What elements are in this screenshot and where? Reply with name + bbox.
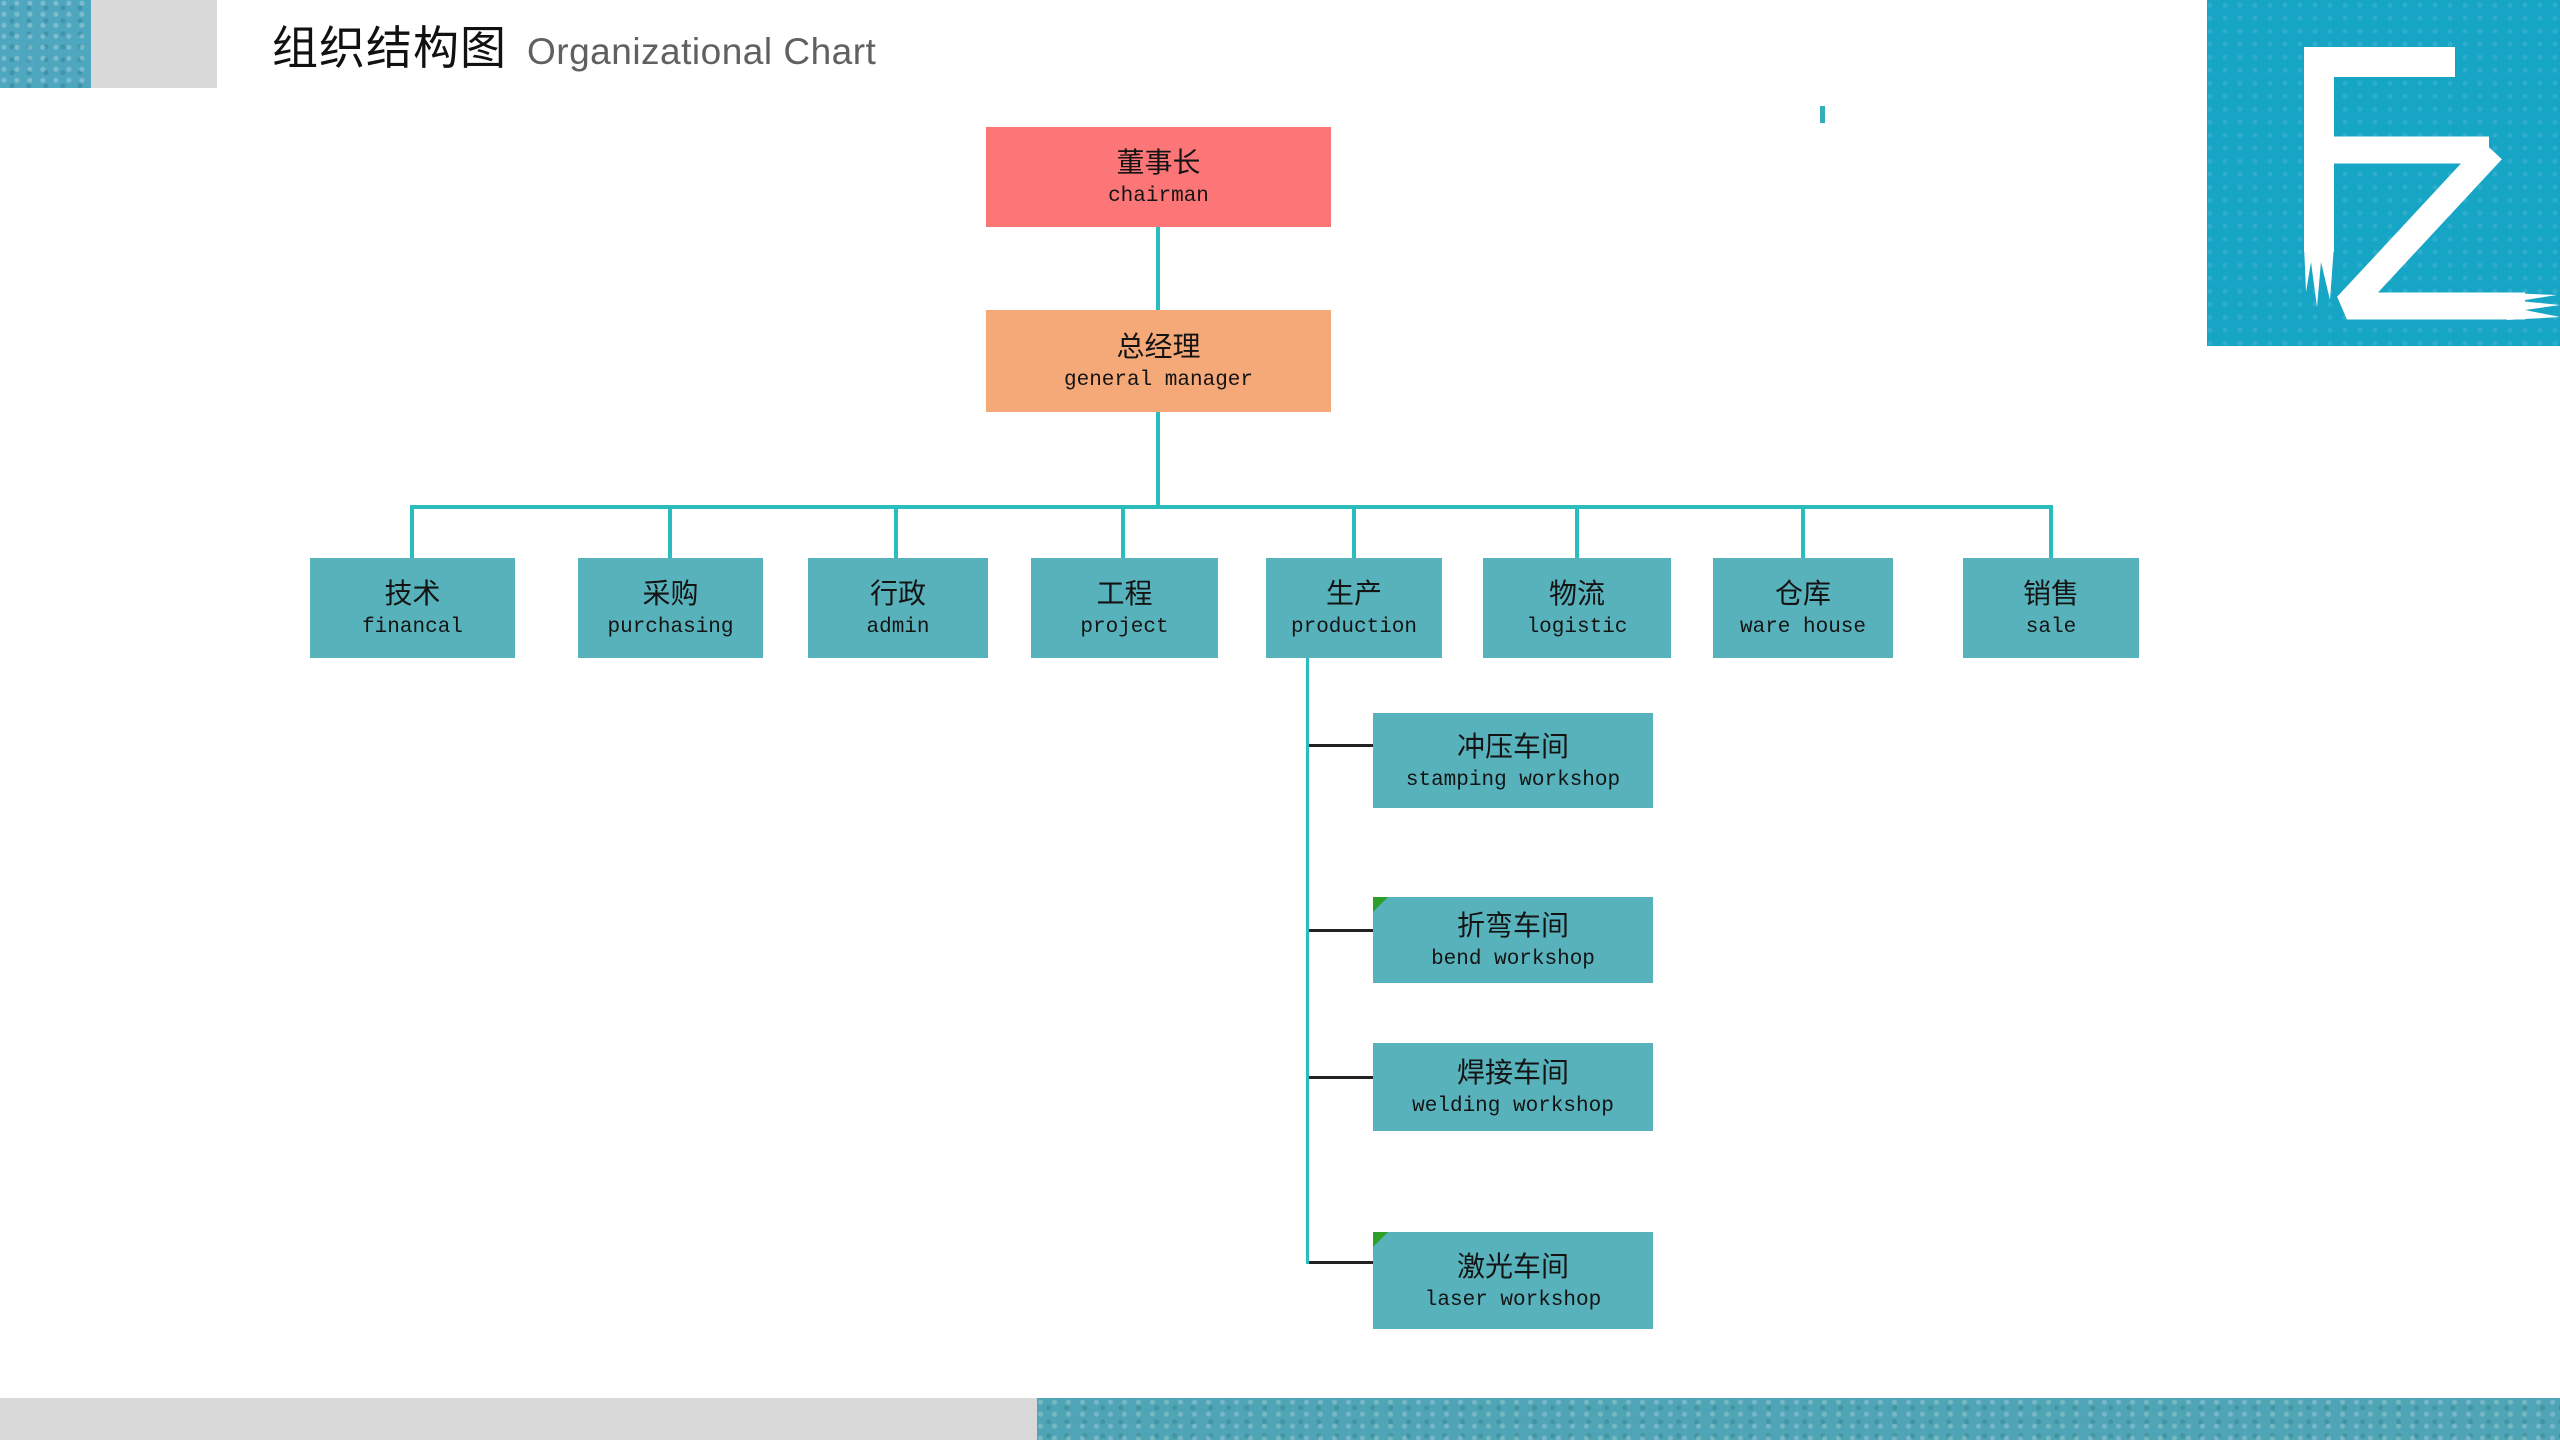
dept-en: purchasing <box>607 616 734 639</box>
dept-zh: 工程 <box>1096 577 1153 610</box>
dept-en: sale <box>2025 616 2077 639</box>
workshop-en: stamping workshop <box>1405 768 1621 792</box>
workshop-zh: 冲压车间 <box>1456 729 1569 763</box>
connector-production-trunk <box>1306 658 1309 1264</box>
node-workshop-laser: 激光车间 laser workshop <box>1373 1232 1653 1329</box>
dept-en: production <box>1290 616 1418 639</box>
node-dept-warehouse: 仓库 ware house <box>1713 558 1893 658</box>
connector-stub-stamping <box>1309 744 1373 747</box>
dept-zh: 仓库 <box>1774 577 1831 610</box>
page-title: 组织结构图 Organizational Chart <box>272 12 876 78</box>
node-general-manager-zh: 总经理 <box>1116 330 1201 363</box>
dept-zh: 行政 <box>869 577 926 610</box>
dept-en: admin <box>866 616 930 639</box>
node-general-manager-en: general manager <box>1063 369 1254 392</box>
node-dept-production: 生产 production <box>1266 558 1442 658</box>
workshop-en: bend workshop <box>1431 948 1595 971</box>
connector-manager-rail <box>1156 412 1160 509</box>
workshop-en: welding workshop <box>1412 1095 1614 1118</box>
node-workshop-bend: 折弯车间 bend workshop <box>1373 897 1653 983</box>
connector-rail <box>410 505 2053 509</box>
connector-drop-7 <box>1801 509 1805 558</box>
workshop-zh: 折弯车间 <box>1456 909 1569 942</box>
dept-zh: 销售 <box>2022 577 2079 610</box>
workshop-zh: 焊接车间 <box>1456 1056 1569 1089</box>
connector-drop-1 <box>410 509 414 558</box>
page-title-zh: 组织结构图 <box>272 22 507 74</box>
node-chairman-en: chairman <box>1108 185 1209 208</box>
connector-stub-laser <box>1309 1261 1373 1264</box>
dept-en: logistic <box>1526 616 1628 639</box>
corner-accent-gray <box>91 0 217 88</box>
connector-drop-6 <box>1575 509 1579 558</box>
node-chairman-zh: 董事长 <box>1116 146 1201 179</box>
dept-en: ware house <box>1739 616 1867 639</box>
comment-flag-icon <box>1373 897 1388 912</box>
fz-logo <box>2207 0 2560 346</box>
comment-flag-icon <box>1373 1232 1388 1247</box>
dept-zh: 物流 <box>1548 577 1605 610</box>
dept-zh: 采购 <box>642 577 699 610</box>
connector-root-manager <box>1156 227 1160 310</box>
node-dept-sale: 销售 sale <box>1963 558 2139 658</box>
node-dept-admin: 行政 admin <box>808 558 988 658</box>
connector-stub-bend <box>1309 929 1373 932</box>
footer-bar-teal <box>1037 1398 2560 1440</box>
fz-logo-glyph <box>2304 47 2560 320</box>
connector-stub-welding <box>1309 1076 1373 1079</box>
dept-en: project <box>1080 616 1169 639</box>
node-dept-logistic: 物流 logistic <box>1483 558 1671 658</box>
corner-accent-teal <box>0 0 91 88</box>
node-dept-purchasing: 采购 purchasing <box>578 558 763 658</box>
connector-drop-2 <box>668 509 672 558</box>
node-workshop-stamping: 冲压车间 stamping workshop <box>1373 713 1653 808</box>
dept-zh: 生产 <box>1325 577 1382 610</box>
footer-bar-gray <box>0 1398 1037 1440</box>
node-chairman: 董事长 chairman <box>986 127 1331 227</box>
stray-teal-tick <box>1820 106 1825 123</box>
page-title-en: Organizational Chart <box>527 31 877 72</box>
node-general-manager: 总经理 general manager <box>986 310 1331 412</box>
node-dept-financal: 技术 financal <box>310 558 515 658</box>
workshop-zh: 激光车间 <box>1456 1249 1569 1283</box>
node-workshop-welding: 焊接车间 welding workshop <box>1373 1043 1653 1131</box>
node-dept-project: 工程 project <box>1031 558 1218 658</box>
connector-drop-4 <box>1121 509 1125 558</box>
connector-drop-8 <box>2049 509 2053 558</box>
dept-en: financal <box>362 616 463 639</box>
connector-drop-5 <box>1352 509 1356 558</box>
connector-drop-3 <box>894 509 898 558</box>
workshop-en: laser workshop <box>1424 1288 1602 1312</box>
dept-zh: 技术 <box>384 577 441 610</box>
